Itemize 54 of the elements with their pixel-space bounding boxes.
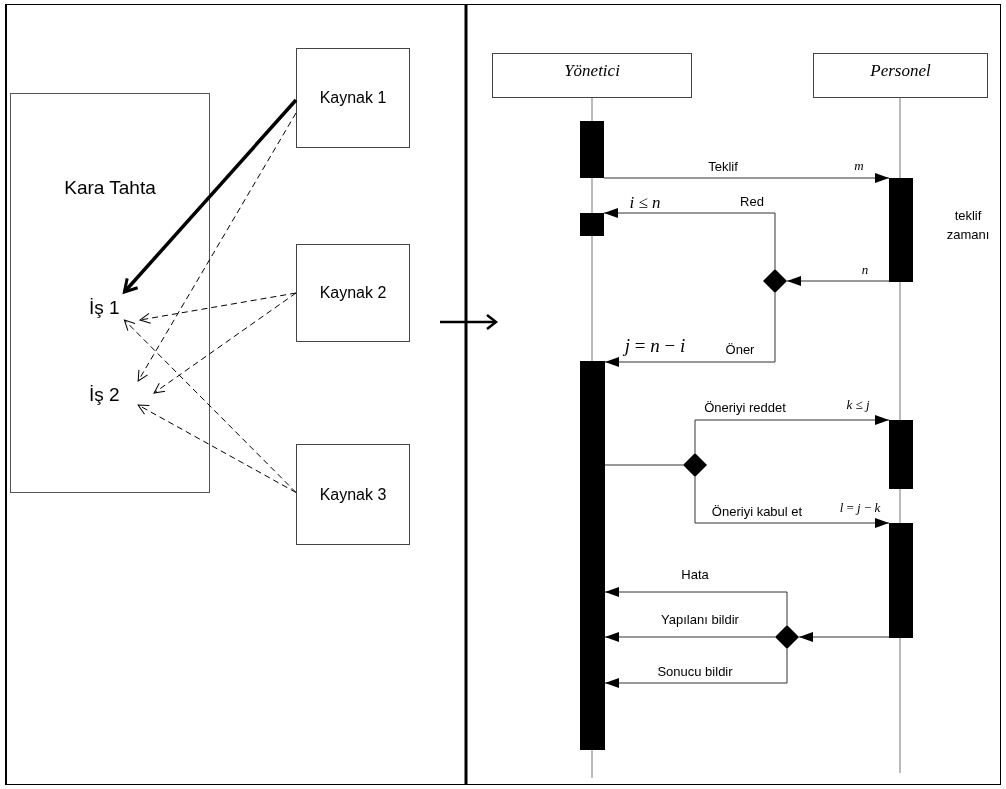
arrow — [604, 587, 788, 626]
annotation-label: teklif zamanı — [945, 207, 991, 244]
lifeline-header — [813, 53, 988, 98]
decision-diamond — [683, 453, 707, 477]
decision-diamond — [775, 625, 799, 649]
arrow — [798, 632, 890, 642]
activation-bar — [889, 420, 913, 489]
resource-box — [296, 444, 410, 545]
math-label: k ≤ j — [846, 397, 870, 411]
arrow — [603, 173, 890, 183]
box-label: Kaynak 3 — [319, 484, 387, 505]
box-label: Kaynak 2 — [319, 283, 387, 303]
edge-label: Teklif — [707, 159, 739, 173]
edge-label: Hata — [680, 567, 710, 581]
edge-label: Sonucu bildir — [656, 664, 734, 678]
box-label: Kaynak 1 — [319, 88, 387, 108]
math-label: j = n − i — [624, 335, 686, 355]
arrow — [137, 404, 297, 493]
box-label: Kara Tahta — [63, 178, 157, 197]
arrow — [153, 292, 297, 394]
arrow — [604, 292, 776, 367]
resource-box — [296, 48, 410, 148]
math-label: l = j − k — [839, 500, 881, 514]
edge-label: Öner — [724, 342, 756, 356]
task-label: İş 2 — [89, 382, 155, 406]
arrow — [137, 112, 297, 382]
arrow — [786, 276, 890, 286]
task-label: İş 1 — [89, 293, 141, 321]
activation-bar — [580, 121, 604, 178]
header-label: Personel — [870, 60, 931, 82]
edge-label: Öneriyi reddet — [703, 400, 787, 414]
arrow — [604, 648, 788, 688]
arrow — [694, 476, 890, 528]
blackboard-box — [10, 93, 210, 493]
arrow — [123, 319, 297, 493]
arrow — [139, 292, 297, 324]
activation-bar — [580, 213, 604, 236]
edge-label: Red — [739, 194, 765, 208]
arrow — [603, 208, 776, 270]
arrow — [694, 415, 890, 454]
math-label: n — [861, 262, 869, 276]
resource-box — [296, 244, 410, 342]
arrow — [604, 632, 776, 642]
edge-label: Yapılanı bildir — [660, 612, 740, 626]
edge-label: Öneriyi kabul et — [710, 504, 804, 518]
header-label: Yönetici — [564, 60, 620, 82]
activation-bar — [889, 523, 913, 638]
arrow — [122, 98, 298, 294]
lifeline-header — [492, 53, 692, 98]
decision-diamond — [763, 269, 787, 293]
math-label: i ≤ n — [629, 193, 661, 211]
activation-bar — [580, 361, 605, 750]
math-label: m — [854, 158, 864, 172]
activation-bar — [889, 178, 913, 282]
